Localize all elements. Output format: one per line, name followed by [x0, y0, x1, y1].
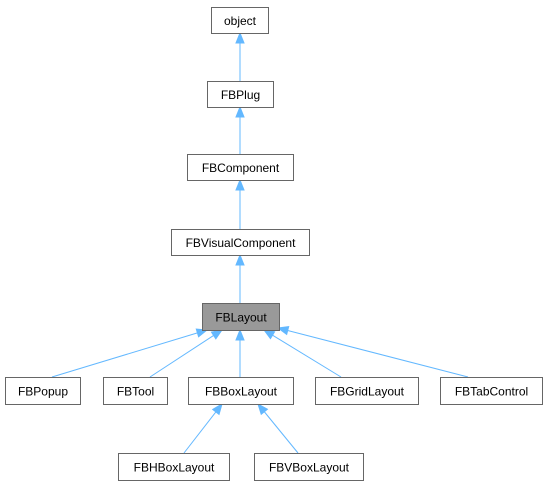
inheritance-edge-fbvboxlayout-to-fbboxlayout	[257, 402, 299, 454]
edge-arrowhead	[276, 326, 290, 336]
edge-line	[149, 335, 214, 378]
class-node-label: FBTool	[117, 385, 154, 399]
edge-arrowhead	[211, 402, 223, 416]
class-node-fbcomponent[interactable]: FBComponent	[187, 154, 294, 181]
class-node-fbvboxlayout[interactable]: FBVBoxLayout	[254, 453, 364, 481]
inheritance-edge-fbgridlayout-to-fblayout	[262, 329, 342, 378]
class-node-fbboxlayout[interactable]: FBBoxLayout	[188, 377, 294, 405]
class-node-label: FBPlug	[221, 88, 260, 102]
class-node-object[interactable]: object	[211, 7, 269, 34]
class-node-fbhboxlayout[interactable]: FBHBoxLayout	[118, 453, 230, 481]
edge-arrowhead	[235, 328, 245, 341]
class-node-fbplug[interactable]: FBPlug	[207, 81, 274, 108]
class-node-label: object	[224, 14, 257, 28]
inheritance-edge-fbhboxlayout-to-fbboxlayout	[183, 402, 223, 454]
edge-arrowhead	[235, 31, 245, 44]
class-node-label: FBTabControl	[455, 385, 528, 399]
edge-arrowhead	[257, 402, 269, 416]
class-node-label: FBComponent	[202, 161, 280, 175]
edge-arrowhead	[210, 329, 224, 340]
class-node-box	[254, 453, 364, 481]
class-node-box	[202, 303, 280, 331]
class-node-label: FBLayout	[215, 311, 267, 325]
inheritance-edge-fbplug-to-object	[235, 31, 245, 81]
class-node-box	[207, 81, 274, 108]
inheritance-edge-fbpopup-to-fblayout	[51, 328, 209, 378]
class-node-fbpopup[interactable]: FBPopup	[5, 377, 81, 405]
class-node-fblayout: FBLayout	[202, 303, 280, 331]
inheritance-edge-fbtabcontrol-to-fblayout	[276, 326, 469, 378]
inheritance-edge-fbboxlayout-to-fblayout	[235, 328, 245, 377]
edge-line	[263, 411, 299, 454]
class-node-label: FBVBoxLayout	[269, 461, 350, 475]
class-node-fbtool[interactable]: FBTool	[103, 377, 168, 405]
class-node-box	[187, 154, 294, 181]
class-node-label: FBBoxLayout	[205, 385, 278, 399]
edge-arrowhead	[235, 253, 245, 266]
class-node-label: FBVisualComponent	[186, 236, 297, 250]
nodes-layer: objectFBPlugFBComponentFBVisualComponent…	[5, 7, 543, 481]
class-node-label: FBGridLayout	[330, 385, 405, 399]
inheritance-edge-fbvisualcomponent-to-fbcomponent	[235, 178, 245, 229]
edge-arrowhead	[235, 105, 245, 118]
class-node-fbvisualcomponent[interactable]: FBVisualComponent	[171, 229, 310, 256]
edge-arrowhead	[262, 329, 276, 340]
edge-arrowhead	[235, 178, 245, 191]
edge-line	[183, 411, 217, 454]
class-node-box	[118, 453, 230, 481]
class-node-box	[315, 377, 419, 405]
class-node-box	[188, 377, 294, 405]
class-node-fbgridlayout[interactable]: FBGridLayout	[315, 377, 419, 405]
class-node-box	[5, 377, 81, 405]
edge-line	[287, 330, 469, 378]
class-node-box	[103, 377, 168, 405]
edge-line	[51, 332, 198, 378]
inheritance-edge-fbcomponent-to-fbplug	[235, 105, 245, 154]
class-node-fbtabcontrol[interactable]: FBTabControl	[440, 377, 543, 405]
inheritance-edge-fblayout-to-fbvisualcomponent	[235, 253, 245, 303]
class-node-label: FBHBoxLayout	[134, 461, 215, 475]
class-node-box	[211, 7, 269, 34]
class-node-box	[171, 229, 310, 256]
inheritance-edge-fbtool-to-fblayout	[149, 329, 224, 378]
edge-line	[272, 334, 342, 378]
class-node-box	[440, 377, 543, 405]
class-node-label: FBPopup	[18, 385, 68, 399]
